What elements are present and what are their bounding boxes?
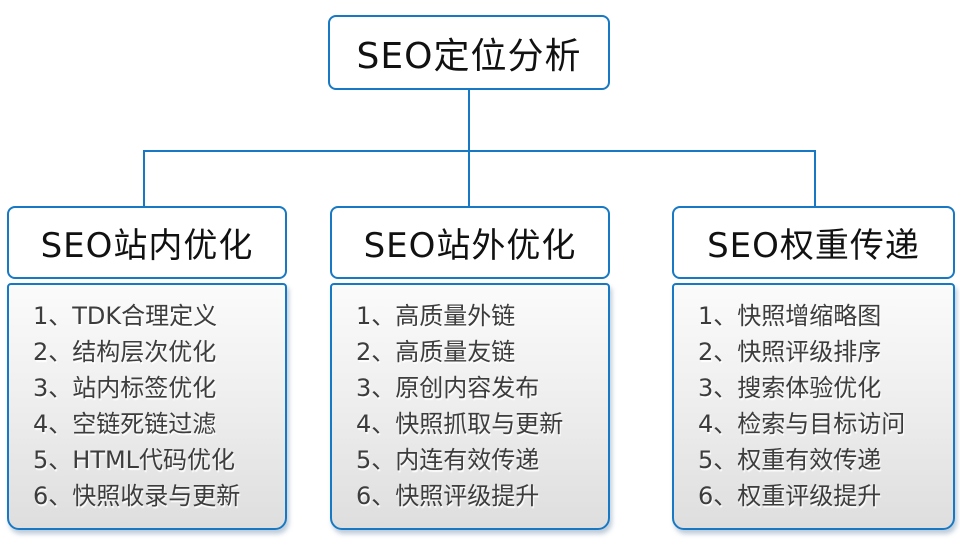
column-weight-transfer: SEO权重传递 1、快照增缩略图 2、快照评级排序 3、搜索体验优化 4、检索与… xyxy=(672,206,955,530)
list-item: 4、检索与目标访问 xyxy=(698,410,906,438)
list-item: 1、TDK合理定义 xyxy=(33,302,218,330)
connector-right-drop xyxy=(814,150,816,207)
list-item: 4、快照抓取与更新 xyxy=(356,410,564,438)
list-item: 4、空链死链过滤 xyxy=(33,410,217,438)
list-item: 5、HTML代码优化 xyxy=(33,446,236,474)
column-header-label: SEO站内优化 xyxy=(40,226,254,266)
column-header-weight: SEO权重传递 xyxy=(672,206,955,279)
list-item: 6、快照收录与更新 xyxy=(33,482,241,510)
list-item: 2、结构层次优化 xyxy=(33,338,217,366)
column-list-weight: 1、快照增缩略图 2、快照评级排序 3、搜索体验优化 4、检索与目标访问 5、权… xyxy=(672,283,955,530)
connector-middle-drop xyxy=(468,150,470,207)
root-node-seo-positioning: SEO定位分析 xyxy=(328,15,610,90)
column-list-offsite: 1、高质量外链 2、高质量友链 3、原创内容发布 4、快照抓取与更新 5、内连有… xyxy=(330,283,610,530)
connector-root-vertical xyxy=(468,90,470,150)
column-header-label: SEO权重传递 xyxy=(707,226,920,266)
connector-left-drop xyxy=(143,150,145,207)
list-item: 5、内连有效传递 xyxy=(356,446,540,474)
list-item: 3、搜索体验优化 xyxy=(698,374,882,402)
list-item: 2、高质量友链 xyxy=(356,338,516,366)
column-onsite-optimization: SEO站内优化 1、TDK合理定义 2、结构层次优化 3、站内标签优化 4、空链… xyxy=(7,206,287,530)
column-offsite-optimization: SEO站外优化 1、高质量外链 2、高质量友链 3、原创内容发布 4、快照抓取与… xyxy=(330,206,610,530)
connector-horizontal xyxy=(143,150,816,152)
list-item: 1、高质量外链 xyxy=(356,302,516,330)
list-item: 5、权重有效传递 xyxy=(698,446,882,474)
column-header-onsite: SEO站内优化 xyxy=(7,206,287,279)
list-item: 6、权重评级提升 xyxy=(698,482,882,510)
list-item: 1、快照增缩略图 xyxy=(698,302,882,330)
column-header-label: SEO站外优化 xyxy=(363,226,577,266)
list-item: 2、快照评级排序 xyxy=(698,338,882,366)
root-node-label: SEO定位分析 xyxy=(356,35,582,77)
list-item: 3、原创内容发布 xyxy=(356,374,540,402)
column-list-onsite: 1、TDK合理定义 2、结构层次优化 3、站内标签优化 4、空链死链过滤 5、H… xyxy=(7,283,287,530)
column-header-offsite: SEO站外优化 xyxy=(330,206,610,279)
list-item: 6、快照评级提升 xyxy=(356,482,540,510)
list-item: 3、站内标签优化 xyxy=(33,374,217,402)
